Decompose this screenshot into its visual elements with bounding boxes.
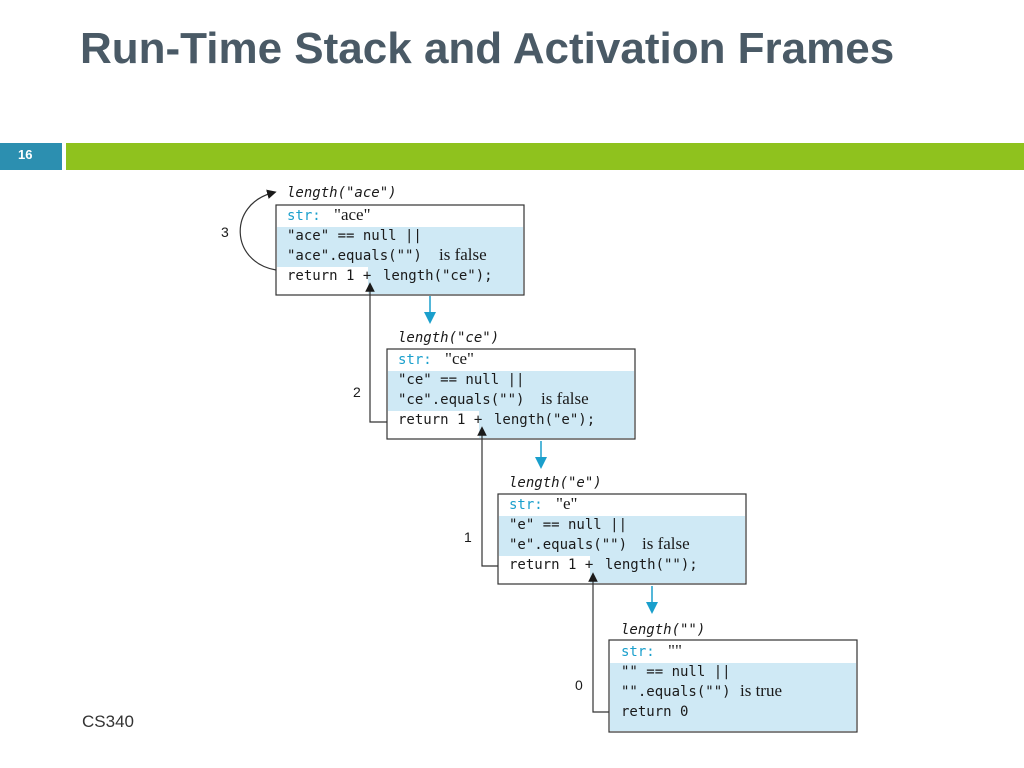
equals-check: "ce".equals("") xyxy=(398,392,524,408)
recursive-call: length("ce"); xyxy=(383,268,493,284)
equals-result: is false xyxy=(642,534,690,553)
equals-check: "ace".equals("") xyxy=(287,248,422,264)
null-check: "ce" == null || xyxy=(398,372,524,388)
highlight-call xyxy=(368,267,523,294)
highlight-call xyxy=(590,556,745,583)
str-value: "ce" xyxy=(445,349,474,368)
highlight-condition xyxy=(388,371,634,411)
slide-number: 16 xyxy=(18,147,33,162)
frame-length-ace: length("ace") str: "ace" "ace" == null |… xyxy=(221,185,525,296)
null-check: "" == null || xyxy=(621,664,731,680)
highlight-call xyxy=(479,411,634,438)
str-key: str: xyxy=(398,352,432,368)
return-arrow xyxy=(477,426,498,567)
str-value: "" xyxy=(668,641,682,660)
frame-header: length("e") xyxy=(509,475,602,491)
recursive-call: length("e"); xyxy=(494,412,595,428)
final-return-arrow xyxy=(239,189,277,271)
return-expr: return 1 + xyxy=(509,557,593,573)
frame-header: length("ace") xyxy=(287,185,397,201)
frame-header: length("") xyxy=(621,622,705,638)
return-expr: return 1 + xyxy=(398,412,482,428)
return-arrow xyxy=(365,282,387,423)
frame-length-e: length("e") str: "e" "e" == null || "e".… xyxy=(464,426,747,585)
equals-check: "".equals("") xyxy=(621,684,731,700)
slide-title: Run-Time Stack and Activation Frames xyxy=(80,24,895,73)
equals-result: is false xyxy=(439,245,487,264)
recursive-call: length(""); xyxy=(605,557,698,573)
null-check: "e" == null || xyxy=(509,517,627,533)
return-value-label: 2 xyxy=(353,384,361,400)
equals-result: is true xyxy=(740,681,782,700)
frame-length-ce: length("ce") str: "ce" "ce" == null || "… xyxy=(353,282,636,440)
str-key: str: xyxy=(287,208,321,224)
equals-check: "e".equals("") xyxy=(509,537,627,553)
str-value: "ace" xyxy=(334,205,371,224)
highlight-condition xyxy=(499,516,745,556)
return-arrow xyxy=(588,572,609,713)
return-value-label: 0 xyxy=(575,677,583,693)
return-expr: return 1 + xyxy=(287,268,371,284)
str-value: "e" xyxy=(556,494,577,513)
str-key: str: xyxy=(509,497,543,513)
frame-length-empty: length("") str: "" "" == null || "".equa… xyxy=(575,572,858,733)
footer-course-label: CS340 xyxy=(82,712,134,731)
title-divider-bar xyxy=(66,143,1024,170)
slide-number-box xyxy=(0,143,62,170)
return-value-label: 1 xyxy=(464,529,472,545)
equals-result: is false xyxy=(541,389,589,408)
return-value-label: 3 xyxy=(221,224,229,240)
highlight-condition xyxy=(277,227,523,267)
str-key: str: xyxy=(621,644,655,660)
return-expr: return 0 xyxy=(621,704,688,720)
null-check: "ace" == null || xyxy=(287,228,422,244)
frame-header: length("ce") xyxy=(398,330,499,346)
highlight-base-case xyxy=(610,663,856,731)
